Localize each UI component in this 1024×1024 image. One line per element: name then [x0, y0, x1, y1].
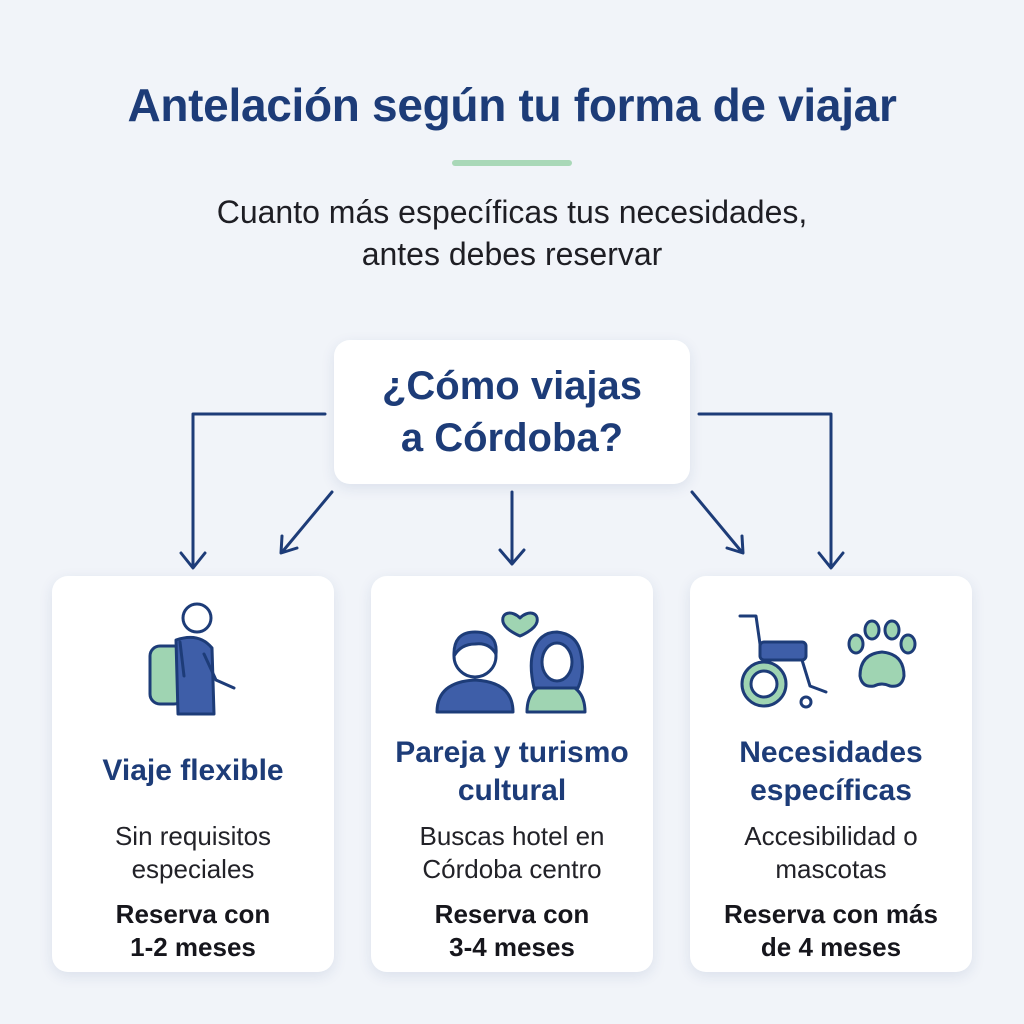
card-description: Accesibilidad o mascotas: [690, 820, 972, 886]
wheelchair-and-paw-icon: [738, 614, 917, 709]
backpacker-icon: [148, 602, 236, 716]
card-booking-line: Reserva con más: [724, 899, 938, 929]
title-underline: [452, 160, 572, 166]
card-booking-line: 1-2 meses: [130, 932, 256, 962]
arrow-outer-left: [191, 412, 327, 568]
card-description: Buscas hotel en Córdoba centro: [371, 820, 653, 886]
subtitle-line-1: Cuanto más específicas tus necesidades,: [216, 194, 808, 230]
question-line-2: a Córdoba?: [400, 416, 624, 460]
question-box: ¿Cómo viajas a Córdoba?: [334, 340, 690, 484]
arrow-outer-right: [697, 412, 833, 568]
paw-icon: [847, 619, 917, 688]
arrowhead-diagonal-left: [279, 534, 299, 555]
card-booking-time: Reserva con 1-2 meses: [52, 898, 334, 964]
card-title-line: Viaje flexible: [102, 754, 284, 787]
card-booking-line: 3-4 meses: [449, 932, 575, 962]
card-title-line: Pareja y turismo: [395, 736, 629, 769]
card-description-line: mascotas: [775, 854, 887, 884]
page-title: Antelación según tu forma de viajar: [127, 79, 897, 131]
card-booking-time: Reserva con 3-4 meses: [371, 898, 653, 964]
card-title-line: cultural: [457, 774, 567, 807]
card-description: Sin requisitos especiales: [52, 820, 334, 886]
card-title: Pareja y turismo cultural: [371, 734, 653, 810]
card-description-line: Buscas hotel en: [419, 821, 605, 851]
card-booking-line: Reserva con: [434, 899, 590, 929]
couple-heart-icon: [435, 611, 587, 714]
arrow-diagonal-right: [690, 490, 743, 553]
arrowhead-outer-left: [179, 551, 207, 570]
card-title-line: Necesidades: [739, 736, 923, 769]
card-description-line: especiales: [131, 854, 255, 884]
subtitle-line-2: antes debes reservar: [361, 236, 663, 272]
card-description-line: Accesibilidad o: [744, 821, 918, 851]
card-booking-line: de 4 meses: [760, 932, 902, 962]
arrow-diagonal-left: [281, 490, 334, 553]
card-title-line: específicas: [750, 774, 912, 807]
question-line-1: ¿Cómo viajas: [381, 364, 643, 408]
card-booking-time: Reserva con más de 4 meses: [690, 898, 972, 964]
card-description-line: Sin requisitos: [114, 821, 272, 851]
heart-icon: [501, 611, 539, 638]
card-couple-cultural: Pareja y turismo cultural Buscas hotel e…: [371, 576, 653, 972]
wheelchair-icon: [738, 614, 828, 709]
card-title: Necesidades específicas: [690, 734, 972, 810]
card-description-line: Córdoba centro: [422, 854, 602, 884]
arrowhead-outer-right: [817, 551, 845, 570]
arrowhead-diagonal-right: [725, 534, 745, 555]
card-flexible-trip: Viaje flexible Sin requisitos especiales…: [52, 576, 334, 972]
arrowhead-center: [498, 548, 526, 566]
card-specific-needs: Necesidades específicas Accesibilidad o …: [690, 576, 972, 972]
card-booking-line: Reserva con: [115, 899, 271, 929]
